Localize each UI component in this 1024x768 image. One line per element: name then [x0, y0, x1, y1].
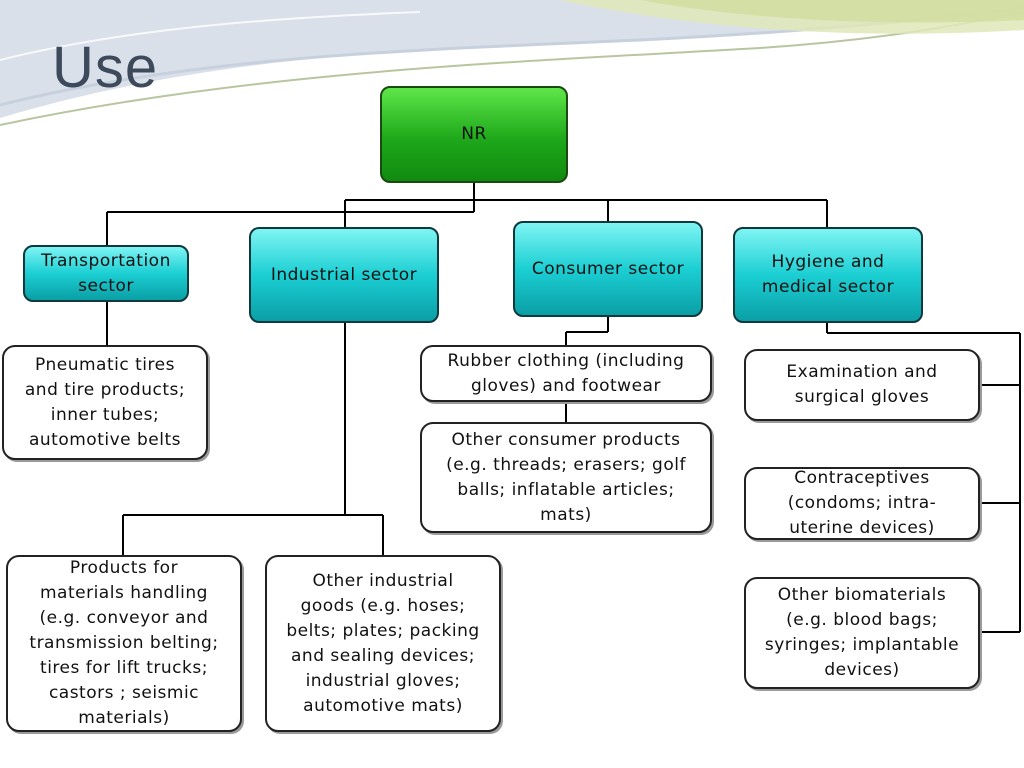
other-industrial-goods-node: Other industrial goods (e.g. hoses; belt…: [265, 555, 501, 732]
consumer-sector-node: Consumer sector: [513, 221, 703, 317]
rubber-clothing-node: Rubber clothing (including gloves) and f…: [420, 345, 712, 402]
pneumatic-tires-node: Pneumatic tires and tire products; inner…: [2, 345, 208, 460]
other-biomaterials-node: Other biomaterials (e.g. blood bags; syr…: [744, 577, 980, 689]
contraceptives-node: Contraceptives (condoms; intra- uterine …: [744, 467, 980, 540]
other-consumer-products-node: Other consumer products (e.g. threads; e…: [420, 422, 712, 533]
background-swoosh-decoration: [0, 0, 1024, 126]
transportation-sector-node: Transportation sector: [23, 245, 189, 302]
slide-title: Use: [52, 35, 159, 100]
industrial-sector-node: Industrial sector: [249, 227, 439, 323]
materials-handling-node: Products for materials handling (e.g. co…: [6, 555, 242, 732]
examination-gloves-node: Examination and surgical gloves: [744, 349, 980, 421]
hygiene-medical-sector-node: Hygiene and medical sector: [733, 227, 923, 323]
nr-root-node: NR: [380, 86, 568, 183]
